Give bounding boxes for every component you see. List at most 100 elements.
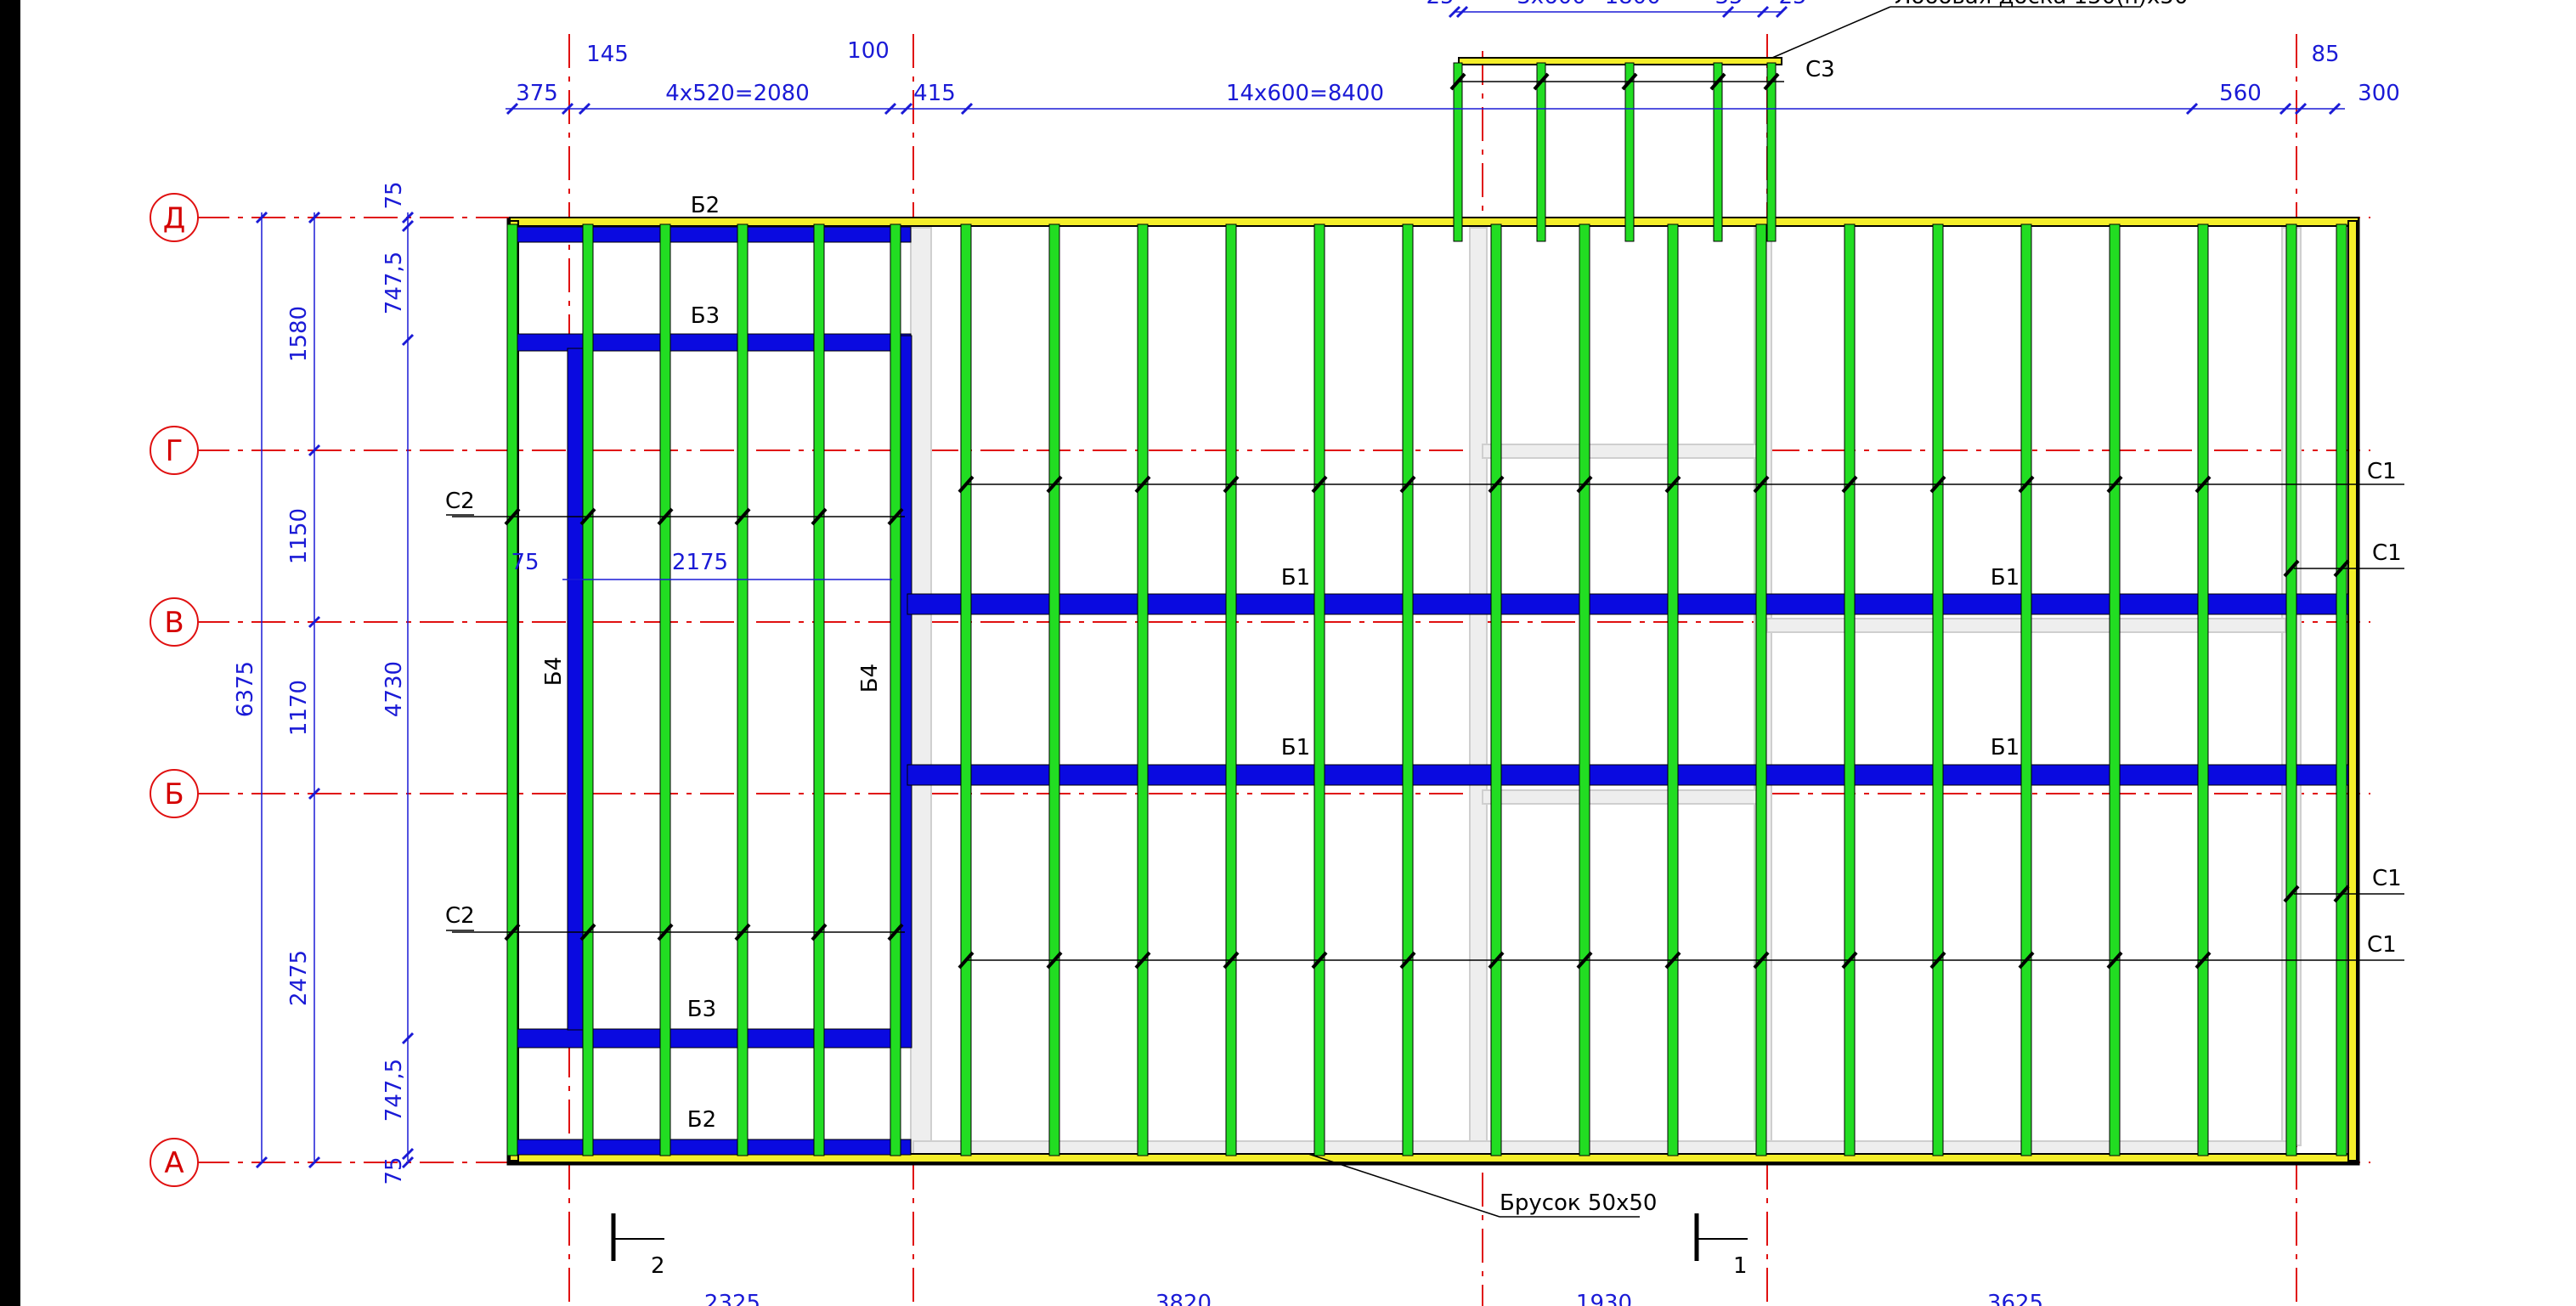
dim-top2-4: 415: [913, 81, 956, 106]
tick-c1-1-10: [1841, 951, 1858, 970]
dimension-ticks: [255, 5, 2342, 1169]
dim-top2-5: 14x600=8400: [1226, 81, 1384, 106]
axis-label-b: Б: [164, 777, 184, 811]
dim-inner-0: 75: [511, 550, 539, 575]
tick-c3-3: [1709, 72, 1726, 91]
tick-c1-1-14: [2195, 951, 2212, 970]
tick-c1-0-9: [1753, 475, 1770, 494]
joists: [506, 62, 2347, 1156]
joist-right-9: [1755, 223, 1767, 1156]
dim-tick-row1-3: [1756, 5, 1770, 19]
dim-tick-top-7: [2279, 102, 2292, 116]
dim-tick-inner-2: [401, 333, 415, 347]
tick-c1-1-11: [1929, 951, 1946, 970]
dim-top2-0: 375: [516, 81, 558, 106]
tick-c2-1-5: [887, 923, 904, 941]
tick-c1-0-0: [958, 475, 974, 494]
fascia-board: [1458, 57, 1782, 65]
tick-c1-0-4: [1311, 475, 1328, 494]
beam-b1-upper: [907, 593, 2349, 615]
axis-bubbles: [150, 193, 199, 1187]
axis-label-v: В: [164, 606, 184, 640]
dim-inner-1: 2175: [672, 550, 728, 575]
dim-tick-mid-0: [308, 211, 321, 224]
dim-bottom-1: 3820: [1155, 1291, 1212, 1306]
dim-tick-top-4: [900, 102, 913, 116]
tie-label-c1-1: С1: [2367, 459, 2397, 484]
dim-tick-inner-5: [401, 1156, 415, 1169]
dim-tick-inner-3: [401, 1032, 415, 1045]
dim-tick-outer-1: [255, 1156, 268, 1169]
dim-left-mid-1: 1150: [286, 508, 312, 564]
dim-left-inner-1: 747,5: [381, 252, 407, 314]
tick-c1-1-0: [958, 951, 974, 970]
tick-c1-1-9: [1753, 951, 1770, 970]
tie-label-c2-top: С2: [445, 489, 475, 514]
joist-right-16: [2336, 223, 2347, 1156]
tick-c1-0-5: [1399, 475, 1416, 494]
joist-left-0: [506, 223, 518, 1156]
underlay-walls: [910, 227, 2302, 1163]
dim-tick-inner-1: [401, 219, 415, 233]
dim-tick-top-5: [960, 102, 974, 116]
tick-c1-0-11: [1929, 475, 1946, 494]
tick-c2-0-0: [504, 507, 521, 526]
floor-outline: [506, 218, 2360, 1166]
beam-label-b1-4: Б1: [1991, 735, 2020, 760]
dim-tick-mid-4: [308, 1156, 321, 1169]
section-mark-2: 2: [651, 1253, 665, 1279]
dim-tick-inner-4: [401, 1147, 415, 1161]
top-note: Лобовая доска 150(h)x50: [1895, 0, 2189, 9]
tick-c2-1-4: [811, 923, 828, 941]
dim-left-outer: 6375: [233, 661, 258, 717]
tick-c1-0-10: [1841, 475, 1858, 494]
dim-tick-row1-2: [1721, 5, 1735, 19]
dim-tick-row1-1: [1455, 5, 1469, 19]
dim-top1-1: 3x600=1800: [1517, 0, 1661, 9]
joist-right-3: [1225, 223, 1237, 1156]
tick-c1-0-8: [1664, 475, 1681, 494]
tick-c1-1-8: [1664, 951, 1681, 970]
beams: [516, 226, 2349, 1156]
dim-tick-mid-2: [308, 615, 321, 629]
tick-c1-0-12: [2018, 475, 2035, 494]
joist-right-7: [1579, 223, 1590, 1156]
joist-right-2: [1137, 223, 1149, 1156]
tie-label-c1-4: С1: [2367, 932, 2397, 958]
joist-right-5: [1402, 223, 1414, 1156]
dim-tick-row1-0: [1448, 5, 1461, 19]
dim-bottom-3: 3625: [1987, 1291, 2043, 1306]
dim-tick-top-1: [561, 102, 574, 116]
beam-b3-bottom: [516, 1028, 912, 1049]
joist-left-4: [813, 223, 825, 1156]
board-right: [2347, 220, 2358, 1162]
tick-c1-0-2: [1134, 475, 1151, 494]
dim-tick-row1-4: [1775, 5, 1788, 19]
section-marks: [611, 1213, 1748, 1261]
beam-label-b1-1: Б1: [1281, 565, 1310, 591]
dim-tick-mid-3: [308, 787, 321, 800]
joist-right-1: [1048, 223, 1060, 1156]
dim-top2-3: 100: [847, 38, 890, 64]
dim-left-inner-4: 75: [381, 1156, 407, 1184]
tick-c1-1-6: [1488, 951, 1505, 970]
beam-label-b4-right: Б4: [857, 664, 883, 693]
beam-b2-top: [516, 226, 912, 243]
joist-right-0: [960, 223, 972, 1156]
joist-porch-3: [1713, 62, 1723, 242]
dim-tick-top-8: [2294, 102, 2308, 116]
tick-c1b-1-0: [2283, 885, 2300, 903]
tick-c1-0-7: [1576, 475, 1593, 494]
dim-bottom-0: 2325: [704, 1291, 760, 1306]
beam-b2-bottom: [516, 1139, 912, 1156]
joist-right-6: [1490, 223, 1502, 1156]
tick-c3-1: [1533, 72, 1550, 91]
joist-left-5: [890, 223, 901, 1156]
dim-top2-8: 300: [2358, 81, 2400, 106]
tie-ticks: [504, 72, 2350, 970]
joist-right-4: [1313, 223, 1325, 1156]
tick-c1-1-7: [1576, 951, 1593, 970]
dim-tick-top-3: [884, 102, 897, 116]
tick-c2-1-1: [579, 923, 596, 941]
